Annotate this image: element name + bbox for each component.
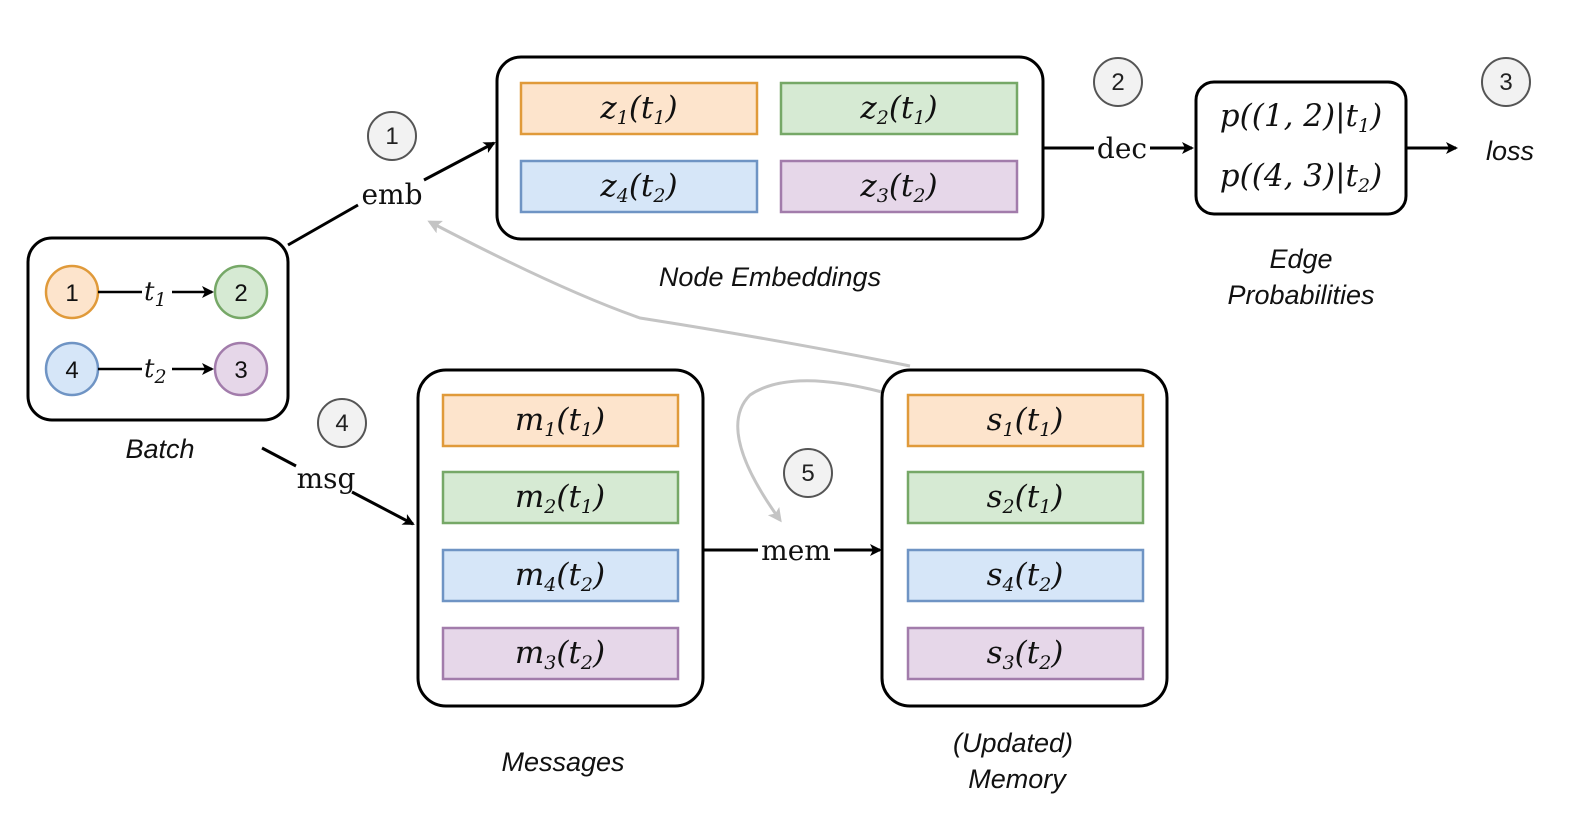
embedding-cell-z4 <box>519 159 759 214</box>
node-4-label: 4 <box>65 357 78 384</box>
embedding-z1-label: z1(t1) <box>599 90 677 129</box>
msg-arrow-segment-a <box>261 446 297 468</box>
svg-text:5: 5 <box>801 460 814 487</box>
memory-s1-label: s1(t1) <box>987 402 1064 441</box>
node-embeddings-caption: Node Embeddings <box>659 262 881 292</box>
memory-caption-line2: Memory <box>968 764 1067 794</box>
node-1-label: 1 <box>65 280 78 307</box>
mem-label: mem <box>761 534 831 567</box>
memory-caption-line1: (Updated) <box>953 728 1073 758</box>
edge-4-3-label: t2 <box>144 354 167 388</box>
svg-text:4: 4 <box>335 410 348 437</box>
svg-text:2: 2 <box>1111 69 1124 96</box>
memory-panel: s1(t1) s2(t1) s4(t2) s3(t2) <box>880 368 1169 708</box>
step-badge-3: 3 <box>1481 57 1531 107</box>
message-m3-label: m3(t2) <box>515 635 605 674</box>
svg-text:3: 3 <box>1499 69 1512 96</box>
msg-arrow-segment-b <box>351 490 415 526</box>
message-cell-m1 <box>441 393 680 448</box>
dec-label: dec <box>1097 132 1147 165</box>
message-m2-label: m2(t1) <box>515 479 605 518</box>
batch-panel: 1 2 4 3 t1 t2 <box>26 236 290 422</box>
memory-cell-s3 <box>906 626 1145 681</box>
embedding-z4-label: z4(t2) <box>599 168 677 207</box>
edge-probabilities-caption-line1: Edge <box>1269 244 1332 274</box>
embedding-cell-z3 <box>779 159 1019 214</box>
embedding-z3-label: z3(t2) <box>859 168 937 207</box>
message-m1-label: m1(t1) <box>515 402 605 441</box>
message-m4-label: m4(t2) <box>515 557 605 596</box>
memory-s3-label: s3(t2) <box>987 635 1064 674</box>
edge-prob-row-2: p((4, 3)|t2) <box>1220 158 1382 197</box>
node-2-label: 2 <box>234 280 247 307</box>
memory-s4-label: s4(t2) <box>987 557 1064 596</box>
edge-probabilities-caption-line2: Probabilities <box>1227 280 1374 310</box>
message-cell-m2 <box>441 470 680 525</box>
emb-arrow-segment-a <box>287 203 359 247</box>
embedding-cell-z1 <box>519 81 759 136</box>
edge-probabilities-panel: p((1, 2)|t1) p((4, 3)|t2) <box>1194 80 1408 216</box>
node-3-label: 3 <box>234 357 247 384</box>
memory-s2-label: s2(t1) <box>987 479 1064 518</box>
memory-to-emb-arrow <box>427 220 911 368</box>
batch-caption: Batch <box>125 434 194 464</box>
emb-label: emb <box>361 178 422 211</box>
step-badge-1: 1 <box>367 111 417 161</box>
message-cell-m3 <box>441 626 680 681</box>
memory-cell-s1 <box>906 393 1145 448</box>
svg-text:1: 1 <box>385 123 398 150</box>
memory-cell-s4 <box>906 548 1145 603</box>
message-cell-m4 <box>441 548 680 603</box>
loss-label: loss <box>1486 136 1534 166</box>
edge-prob-row-1: p((1, 2)|t1) <box>1220 98 1382 137</box>
node-embeddings-panel: z1(t1) z2(t1) z4(t2) z3(t2) <box>495 55 1045 241</box>
messages-panel: m1(t1) m2(t1) m4(t2) m3(t2) <box>416 368 705 708</box>
embedding-z2-label: z2(t1) <box>859 90 937 129</box>
memory-cell-s2 <box>906 470 1145 525</box>
messages-caption: Messages <box>501 747 624 777</box>
node-2 <box>213 264 269 320</box>
node-3 <box>213 341 269 397</box>
step-badge-5: 5 <box>783 448 833 498</box>
emb-arrow-segment-b <box>423 141 496 182</box>
msg-label: msg <box>297 462 356 495</box>
step-badge-4: 4 <box>317 398 367 448</box>
edge-1-2-label: t1 <box>144 277 167 311</box>
embedding-cell-z2 <box>779 81 1019 136</box>
memory-self-update-arrow <box>736 379 883 523</box>
step-badge-2: 2 <box>1093 57 1143 107</box>
